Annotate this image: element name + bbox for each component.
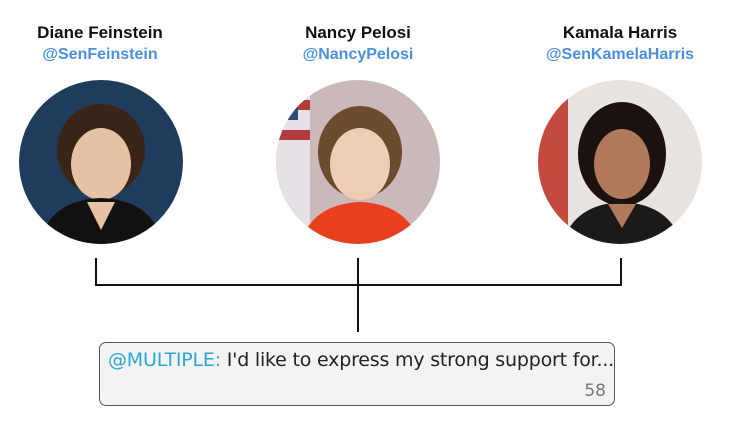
avatar [19,80,183,244]
tweet-content: @MULTIPLE: I'd like to express my strong… [108,349,614,371]
profile-handle[interactable]: @NancyPelosi [302,46,414,63]
avatar [538,80,702,244]
profile-feinstein: Diane Feinstein @SenFeinstein [0,22,200,66]
tweet-compose-box[interactable]: @MULTIPLE: I'd like to express my strong… [99,342,615,406]
profile-handle[interactable]: @SenKamelaHarris [545,46,695,63]
tweet-text: I'd like to express my strong support fo… [220,349,614,371]
profile-handle[interactable]: @SenFeinstein [42,46,158,63]
profile-pelosi: Nancy Pelosi @NancyPelosi [258,22,458,66]
profile-name: Kamala Harris [562,23,678,42]
profile-name: Nancy Pelosi [305,23,411,42]
tweet-mention: @MULTIPLE: [108,349,221,371]
character-count: 58 [584,381,606,401]
profile-harris: Kamala Harris @SenKamelaHarris [520,22,720,66]
profile-name: Diane Feinstein [37,23,163,42]
